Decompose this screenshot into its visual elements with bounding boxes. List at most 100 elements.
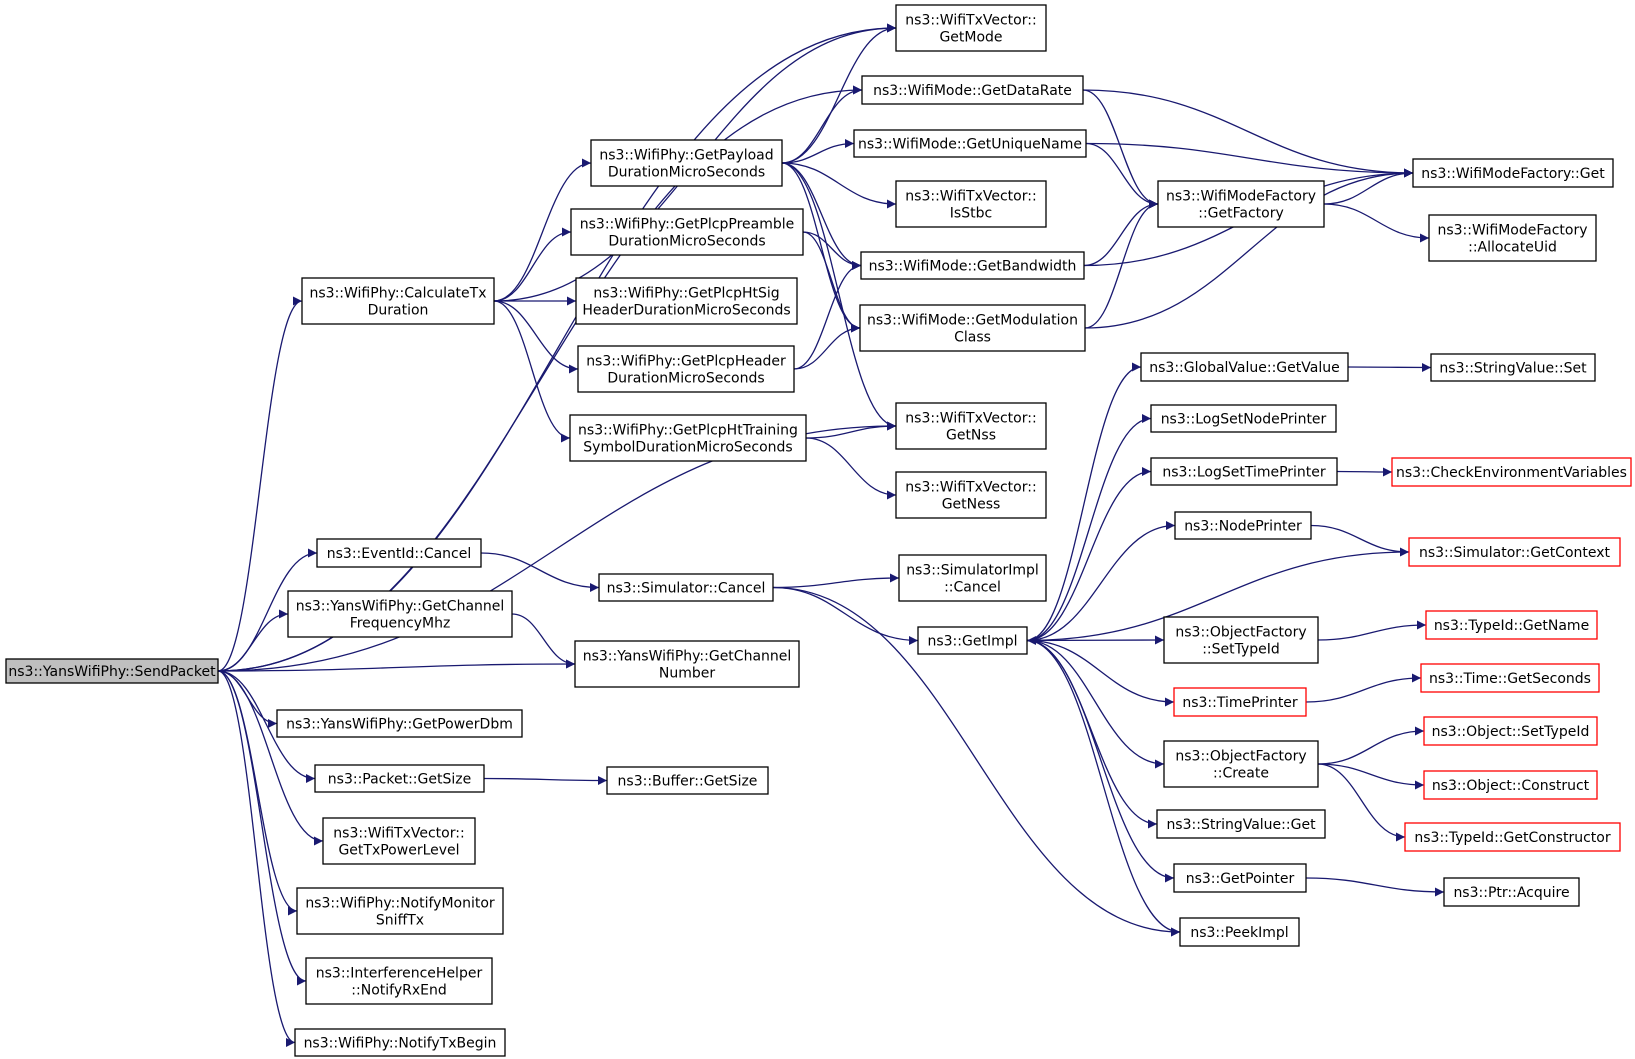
node-eventcancel[interactable]: ns3::EventId::Cancel (316, 538, 482, 568)
node-label: ns3::GetImpl (927, 634, 1017, 650)
node-uniquename[interactable]: ns3::WifiMode::GetUniqueName (853, 129, 1087, 158)
node-simimplcancel[interactable]: ns3::SimulatorImpl::Cancel (898, 554, 1047, 602)
node-box (1404, 822, 1621, 852)
node-settypeid[interactable]: ns3::ObjectFactory::SetTypeId (1163, 616, 1319, 664)
node-box (322, 817, 476, 865)
node-checkenv[interactable]: ns3::CheckEnvironmentVariables (1391, 457, 1632, 487)
edge-ofcreate-to-objsettypeid (1317, 726, 1425, 765)
node-getness[interactable]: ns3::WifiTxVector::GetNess (895, 471, 1047, 519)
node-header[interactable]: ns3::WifiPhy::GetPlcpHeaderDurationMicro… (577, 345, 795, 393)
node-label: ns3::StringValue::Get (1166, 817, 1316, 833)
node-label: ::Create (1213, 766, 1269, 782)
node-bandwidth[interactable]: ns3::WifiMode::GetBandwidth (860, 251, 1085, 280)
node-label: FrequencyMhz (350, 616, 451, 632)
node-bufsize[interactable]: ns3::Buffer::GetSize (606, 766, 769, 795)
node-box (305, 957, 493, 1005)
node-nodeprinter[interactable]: ns3::NodePrinter (1174, 511, 1312, 540)
node-label: ns3::Time::GetSeconds (1429, 671, 1591, 687)
node-training[interactable]: ns3::WifiPhy::GetPlcpHtTrainingSymbolDur… (569, 414, 807, 462)
node-rxend[interactable]: ns3::InterferenceHelper::NotifyRxEnd (305, 957, 493, 1005)
node-box (853, 129, 1087, 158)
node-acquire[interactable]: ns3::Ptr::Acquire (1443, 877, 1580, 907)
node-label: ns3::YansWifiPhy::GetChannel (296, 599, 505, 615)
node-label: ns3::Object::SetTypeId (1432, 724, 1590, 740)
node-getcontext[interactable]: ns3::Simulator::GetContext (1408, 537, 1621, 567)
node-preamble[interactable]: ns3::WifiPhy::GetPlcpPreambleDurationMic… (570, 208, 804, 256)
node-payload[interactable]: ns3::WifiPhy::GetPayloadDurationMicroSec… (590, 139, 783, 187)
node-htsig[interactable]: ns3::WifiPhy::GetPlcpHtSigHeaderDuration… (575, 277, 798, 325)
node-strset[interactable]: ns3::StringValue::Set (1430, 353, 1596, 382)
edge-ofcreate-to-construct (1317, 763, 1425, 790)
edge-getimpl-to-timeprinter (1026, 639, 1175, 707)
edge-simcancel-to-peekimpl (772, 586, 1181, 937)
node-getname[interactable]: ns3::TypeId::GetName (1425, 610, 1598, 640)
node-box (1174, 511, 1312, 540)
node-box (1423, 770, 1598, 800)
node-txpower[interactable]: ns3::WifiTxVector::GetTxPowerLevel (322, 817, 476, 865)
node-factoryget[interactable]: ns3::WifiModeFactory::Get (1412, 158, 1614, 188)
node-datarate[interactable]: ns3::WifiMode::GetDataRate (861, 75, 1084, 105)
node-box (917, 626, 1028, 655)
node-peekimpl[interactable]: ns3::PeekImpl (1179, 917, 1300, 947)
edge-calctx-to-header (493, 300, 579, 374)
node-timeprinter[interactable]: ns3::TimePrinter (1173, 687, 1307, 717)
node-label: ns3::Simulator::Cancel (607, 581, 766, 597)
node-getpointer[interactable]: ns3::GetPointer (1173, 863, 1307, 893)
node-box (301, 277, 495, 325)
node-getfactory[interactable]: ns3::WifiModeFactory::GetFactory (1157, 180, 1325, 228)
node-label: ns3::WifiModeFactory::Get (1421, 166, 1605, 182)
node-box (1150, 457, 1338, 486)
node-strget[interactable]: ns3::StringValue::Get (1156, 809, 1326, 839)
node-label: GetTxPowerLevel (338, 843, 459, 859)
edge-getimpl-to-peekimpl (1026, 639, 1181, 937)
node-label: ::SetTypeId (1202, 642, 1280, 658)
node-label: ns3::StringValue::Set (1439, 361, 1587, 377)
node-getnss[interactable]: ns3::WifiTxVector::GetNss (895, 402, 1047, 450)
node-txbegin[interactable]: ns3::WifiPhy::NotifyTxBegin (294, 1028, 506, 1057)
node-globalval[interactable]: ns3::GlobalValue::GetValue (1140, 352, 1349, 382)
node-getmode[interactable]: ns3::WifiTxVector::GetMode (895, 4, 1047, 52)
edge-uniquename-to-factoryget (1085, 142, 1414, 178)
edge-training-to-getness (805, 437, 897, 500)
node-label: ns3::YansWifiPhy::GetPowerDbm (286, 717, 513, 733)
node-logtime[interactable]: ns3::LogSetTimePrinter (1150, 457, 1338, 486)
node-objsettypeid[interactable]: ns3::Object::SetTypeId (1423, 716, 1598, 746)
node-getseconds[interactable]: ns3::Time::GetSeconds (1420, 663, 1600, 693)
node-lognode[interactable]: ns3::LogSetNodePrinter (1150, 404, 1337, 433)
node-label: ns3::WifiTxVector:: (333, 826, 464, 842)
edge-sendpacket-to-txpower (217, 670, 324, 846)
node-ofcreate[interactable]: ns3::ObjectFactory::Create (1163, 740, 1319, 788)
node-label: ::Cancel (944, 580, 1001, 596)
node-simcancel[interactable]: ns3::Simulator::Cancel (598, 573, 774, 602)
edge-simcancel-to-simimplcancel (772, 573, 900, 589)
node-label: ns3::TimePrinter (1182, 695, 1298, 711)
edge-calctx-to-preamble (493, 227, 572, 302)
node-getimpl[interactable]: ns3::GetImpl (917, 626, 1028, 655)
node-pktsize[interactable]: ns3::Packet::GetSize (314, 764, 485, 793)
node-isstbc[interactable]: ns3::WifiTxVector::IsStbc (895, 180, 1047, 228)
node-sendpacket[interactable]: ns3::YansWifiPhy::SendPacket (5, 658, 219, 684)
node-label: ns3::WifiMode::GetModulation (867, 313, 1078, 329)
node-label: ns3::PeekImpl (1190, 925, 1288, 941)
node-box (574, 640, 800, 688)
edge-getimpl-to-getpointer (1026, 639, 1175, 883)
node-box (1425, 610, 1598, 640)
node-allocuid[interactable]: ns3::WifiModeFactory::AllocateUid (1428, 214, 1597, 262)
edge-training-to-getnss (805, 421, 897, 439)
node-label: GetMode (939, 30, 1002, 46)
edge-getfactory-to-factoryget (1323, 168, 1414, 205)
node-construct[interactable]: ns3::Object::Construct (1423, 770, 1598, 800)
edge-header-to-bandwidth (793, 261, 862, 370)
node-getctor[interactable]: ns3::TypeId::GetConstructor (1404, 822, 1621, 852)
edge-getpointer-to-acquire (1305, 877, 1445, 897)
edge-settypeid-to-getname (1317, 620, 1427, 641)
node-getpowerdbm[interactable]: ns3::YansWifiPhy::GetPowerDbm (276, 709, 523, 738)
node-label: ns3::WifiPhy::GetPlcpHtTraining (578, 423, 798, 439)
node-label: ns3::GetPointer (1186, 871, 1295, 887)
